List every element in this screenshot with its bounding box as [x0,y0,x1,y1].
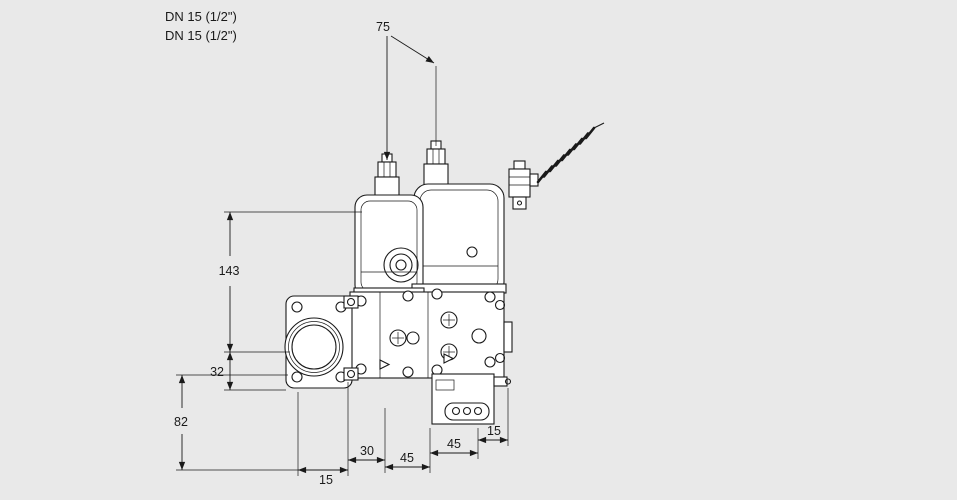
plate-hole [473,406,483,416]
solenoid-right-neck [423,163,449,187]
dim-45-right-label: 45 [447,437,461,451]
connection-bolt [343,367,359,381]
port-size-label-bottom: DN 15 (1/2") [165,28,237,43]
valve-assembly [284,122,605,425]
connection-bolt-head [346,297,356,307]
spring-coil-ring [389,253,413,277]
screw [402,290,414,302]
dimension-45-right: 45 [430,428,479,459]
solenoid-actuator-right [413,140,505,297]
connector-socket-pin [516,200,523,206]
dim-45-left-label: 45 [400,451,414,465]
body-screws [355,288,496,378]
plate-hole [451,406,461,416]
screw [494,299,506,311]
dim-15-right-label: 15 [487,424,501,438]
connector-top-screw [513,160,526,170]
inlet-flange [284,295,353,389]
port-size-label-top: DN 15 (1/2") [165,9,237,24]
screw [484,291,496,303]
solenoid-right-hex-nut [426,148,446,165]
cable-gland [529,173,539,187]
body-right-step [503,321,513,353]
spring-coil-ring [395,259,407,271]
flow-arrow-icon [443,353,455,364]
screw [471,328,487,344]
connection-bolt [343,295,359,309]
dimension-15-bottom: 15 [297,382,349,487]
dimension-32: 32 [210,352,286,391]
dim-75-label: 75 [376,20,390,34]
side-nipple-end [504,378,512,385]
screw [402,366,414,378]
solenoid-left-body [354,194,424,298]
screw [484,356,496,368]
coil-spring-detail [383,247,419,283]
connection-bolt-head [346,369,356,379]
dimension-75: 75 [376,20,437,160]
dim-30-label: 30 [360,444,374,458]
solenoid-actuator-left [354,153,424,298]
solenoid-left-hex-nut [377,161,397,178]
screw [406,331,420,345]
plate-hole [462,406,472,416]
bottom-actuator-block [431,373,512,425]
solenoid-right-body [413,183,505,297]
port-opening-inner [291,324,337,370]
cable-connector [508,122,605,210]
connector-body [508,168,531,198]
dim-75-leader-right [390,35,435,64]
cable-tail [593,122,605,129]
spring-coil-ring [383,247,419,283]
dimension-45-left: 45 [385,428,431,473]
solenoid-left-neck [374,176,400,198]
flange-bolt [291,301,303,313]
solenoid-right-face-screw [466,246,478,258]
coiled-cable [536,126,596,184]
bottom-block-detail [435,379,455,391]
dimension-30: 30 [348,408,386,473]
dimension-15-right: 15 [478,388,509,446]
connector-socket [512,196,527,210]
side-nipple [493,376,508,387]
dimension-143: 143 [219,211,362,353]
dim-15-bottom-label: 15 [319,473,333,487]
dim-143-label: 143 [219,264,240,278]
flange-bolt [291,371,303,383]
bottom-block-plate [444,402,490,421]
dim-32-label: 32 [210,365,224,379]
dimension-82: 82 [174,374,348,471]
port-thread-line [288,321,340,373]
dim-82-label: 82 [174,415,188,429]
port-opening-outer [284,317,344,377]
flow-arrow-icon [379,359,391,370]
screw [431,288,443,300]
screw [494,352,506,364]
flow-direction-marks [379,353,455,370]
